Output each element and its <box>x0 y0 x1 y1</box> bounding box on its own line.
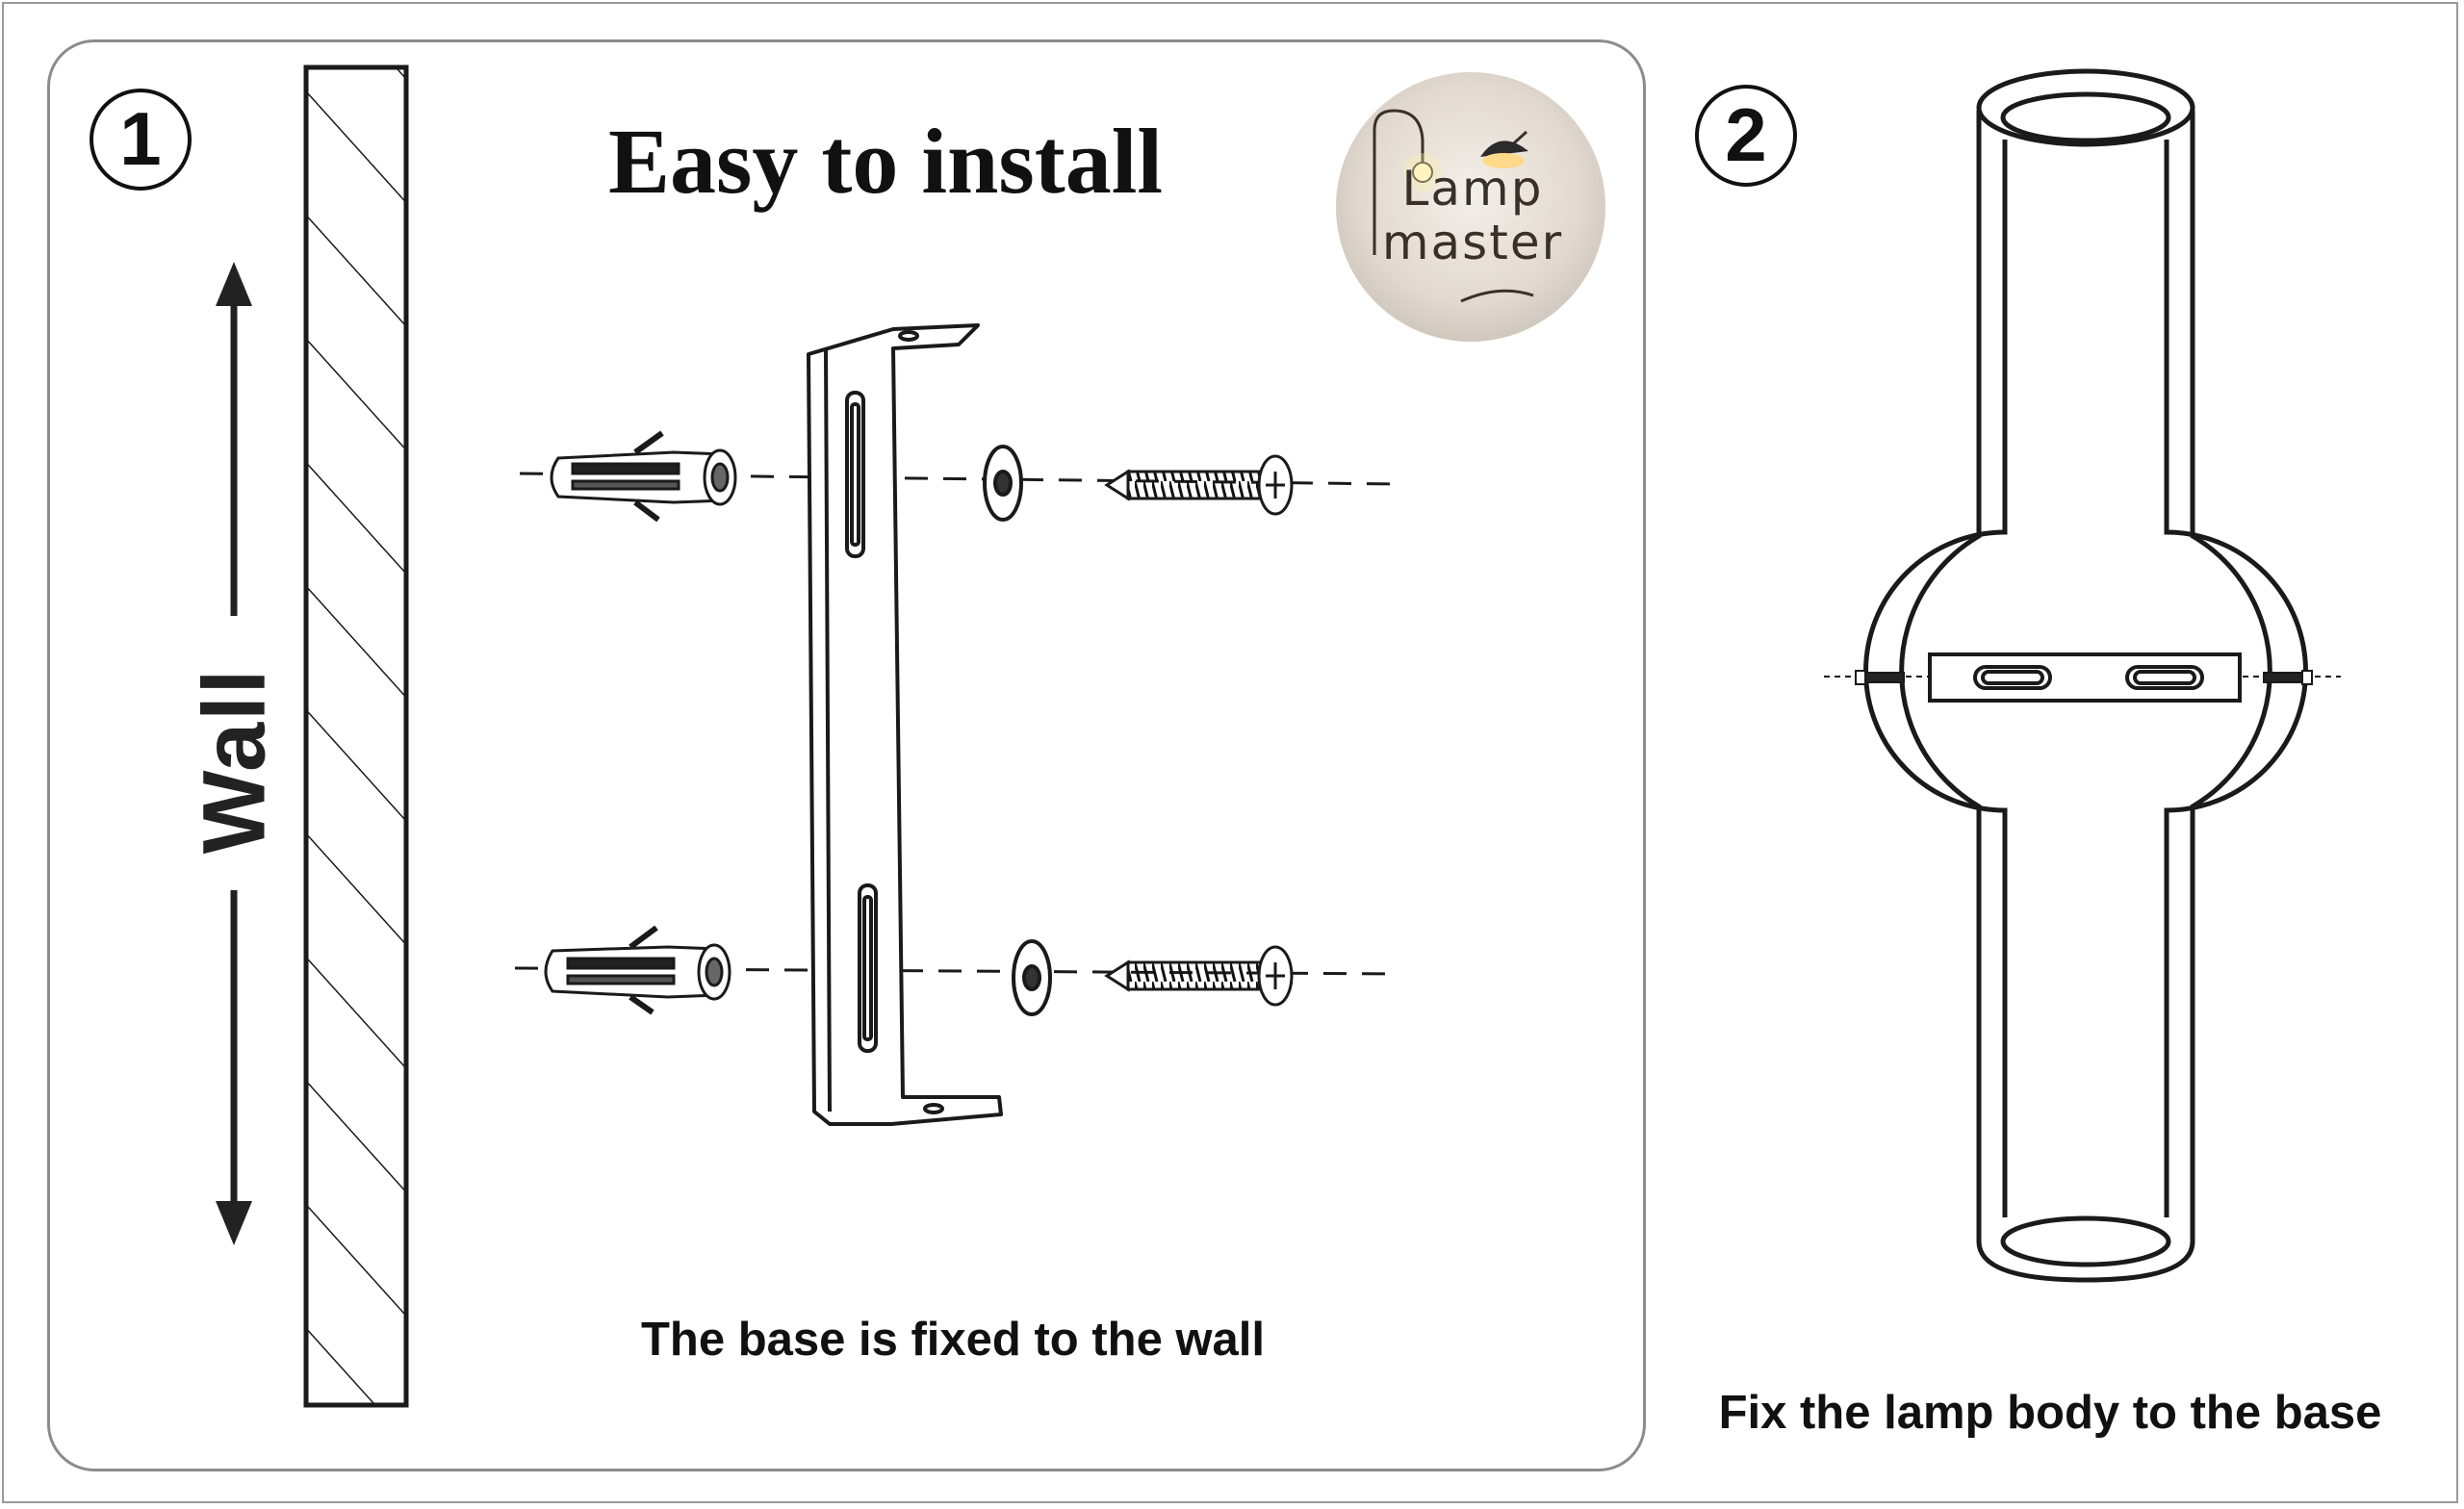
assembly-axis-lines <box>514 472 1397 976</box>
wall-anchor-bottom <box>544 925 732 1015</box>
wall-height-arrow <box>216 262 252 1245</box>
side-screw-left <box>1824 670 1929 685</box>
screw-bottom <box>1104 945 1294 1007</box>
wall-anchor-top <box>550 430 737 523</box>
lamp-mounting-plate <box>1928 652 2242 703</box>
logo-word-master: master <box>1381 215 1564 270</box>
step1-number-badge: 1 <box>90 89 192 191</box>
screw-top <box>1104 454 1294 516</box>
washer-top <box>983 445 1023 522</box>
step2-number-badge: 2 <box>1695 85 1797 187</box>
step2-caption: Fix the lamp body to the base <box>1718 1387 2382 1439</box>
wall-hatched <box>303 64 409 1408</box>
page-title: Easy to install <box>607 110 1164 213</box>
wall-bracket <box>807 323 1003 1126</box>
logo-lamp-icons <box>1373 109 1534 303</box>
step1-caption: The base is fixed to the wall <box>640 1314 1266 1366</box>
washer-bottom <box>1012 939 1052 1016</box>
side-screw-right <box>2243 670 2341 685</box>
lamp-master-logo: Lamp master <box>1336 72 1605 342</box>
logo-word-lamp: Lamp <box>1401 161 1544 217</box>
